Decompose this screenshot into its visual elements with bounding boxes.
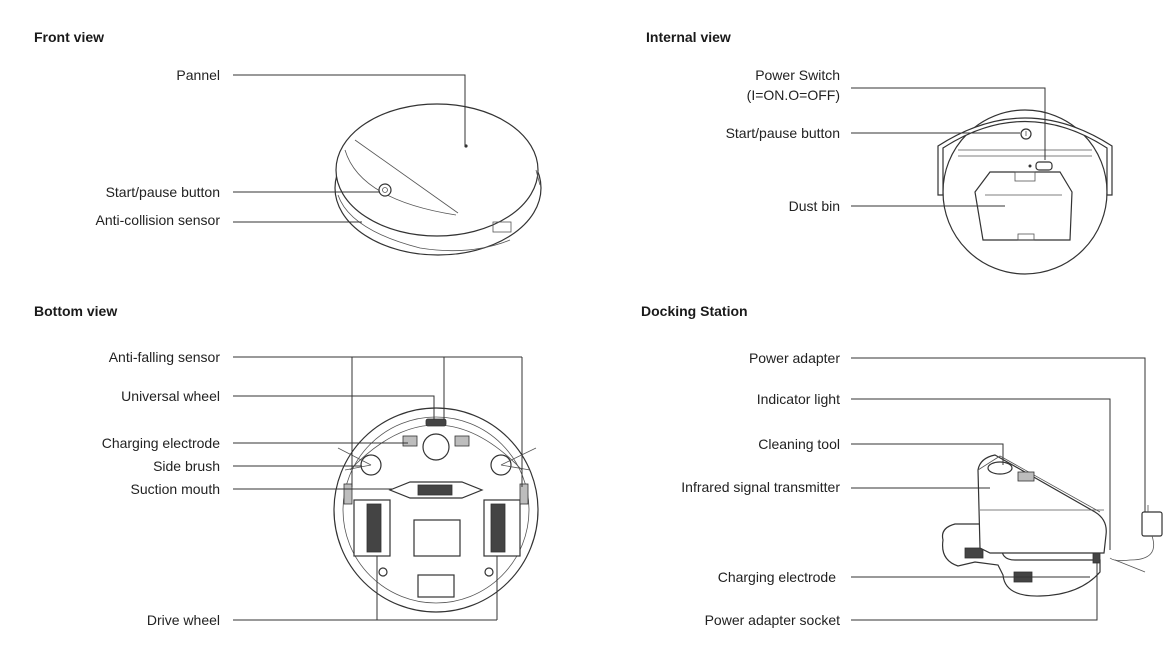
- label-power-switch-legend: (I=ON.O=OFF): [746, 87, 840, 103]
- bottom-view-robot: [333, 407, 539, 613]
- internal-view-title: Internal view: [646, 29, 731, 45]
- label-dust-bin: Dust bin: [788, 198, 840, 214]
- internal-view-robot: [937, 109, 1113, 275]
- label-side-brush: Side brush: [153, 458, 220, 474]
- label-cleaning-tool: Cleaning tool: [758, 436, 840, 452]
- label-indicator-light: Indicator light: [756, 391, 840, 407]
- label-power-adapter: Power adapter: [748, 350, 840, 366]
- label-suction-mouth: Suction mouth: [130, 481, 221, 497]
- label-universal-wheel: Universal wheel: [121, 388, 220, 404]
- label-bottom-charging-electrode: Charging electrode: [101, 435, 220, 451]
- bottom-view-leaders: [233, 356, 523, 621]
- front-view-robot: [334, 103, 542, 256]
- label-drive-wheel: Drive wheel: [146, 612, 220, 628]
- docking-station: [941, 454, 1163, 597]
- label-dock-charging-electrode: Charging electrode: [717, 569, 836, 585]
- label-pannel: Pannel: [176, 67, 220, 83]
- label-infrared-signal-transmitter: Infrared signal transmitter: [681, 479, 840, 495]
- docking-station-title: Docking Station: [641, 303, 748, 319]
- front-view-leaders: [233, 74, 466, 223]
- label-anti-collision-sensor: Anti-collision sensor: [95, 212, 221, 228]
- docking-station-leaders: [851, 357, 1146, 621]
- label-power-adapter-socket: Power adapter socket: [704, 612, 840, 628]
- bottom-view-title: Bottom view: [34, 303, 118, 319]
- label-anti-falling-sensor: Anti-falling sensor: [108, 349, 220, 365]
- label-internal-start-pause-button: Start/pause button: [725, 125, 840, 141]
- label-front-start-pause-button: Start/pause button: [105, 184, 220, 200]
- internal-view-leaders: [851, 87, 1046, 207]
- label-power-switch: Power Switch: [755, 67, 840, 83]
- front-view-title: Front view: [34, 29, 105, 45]
